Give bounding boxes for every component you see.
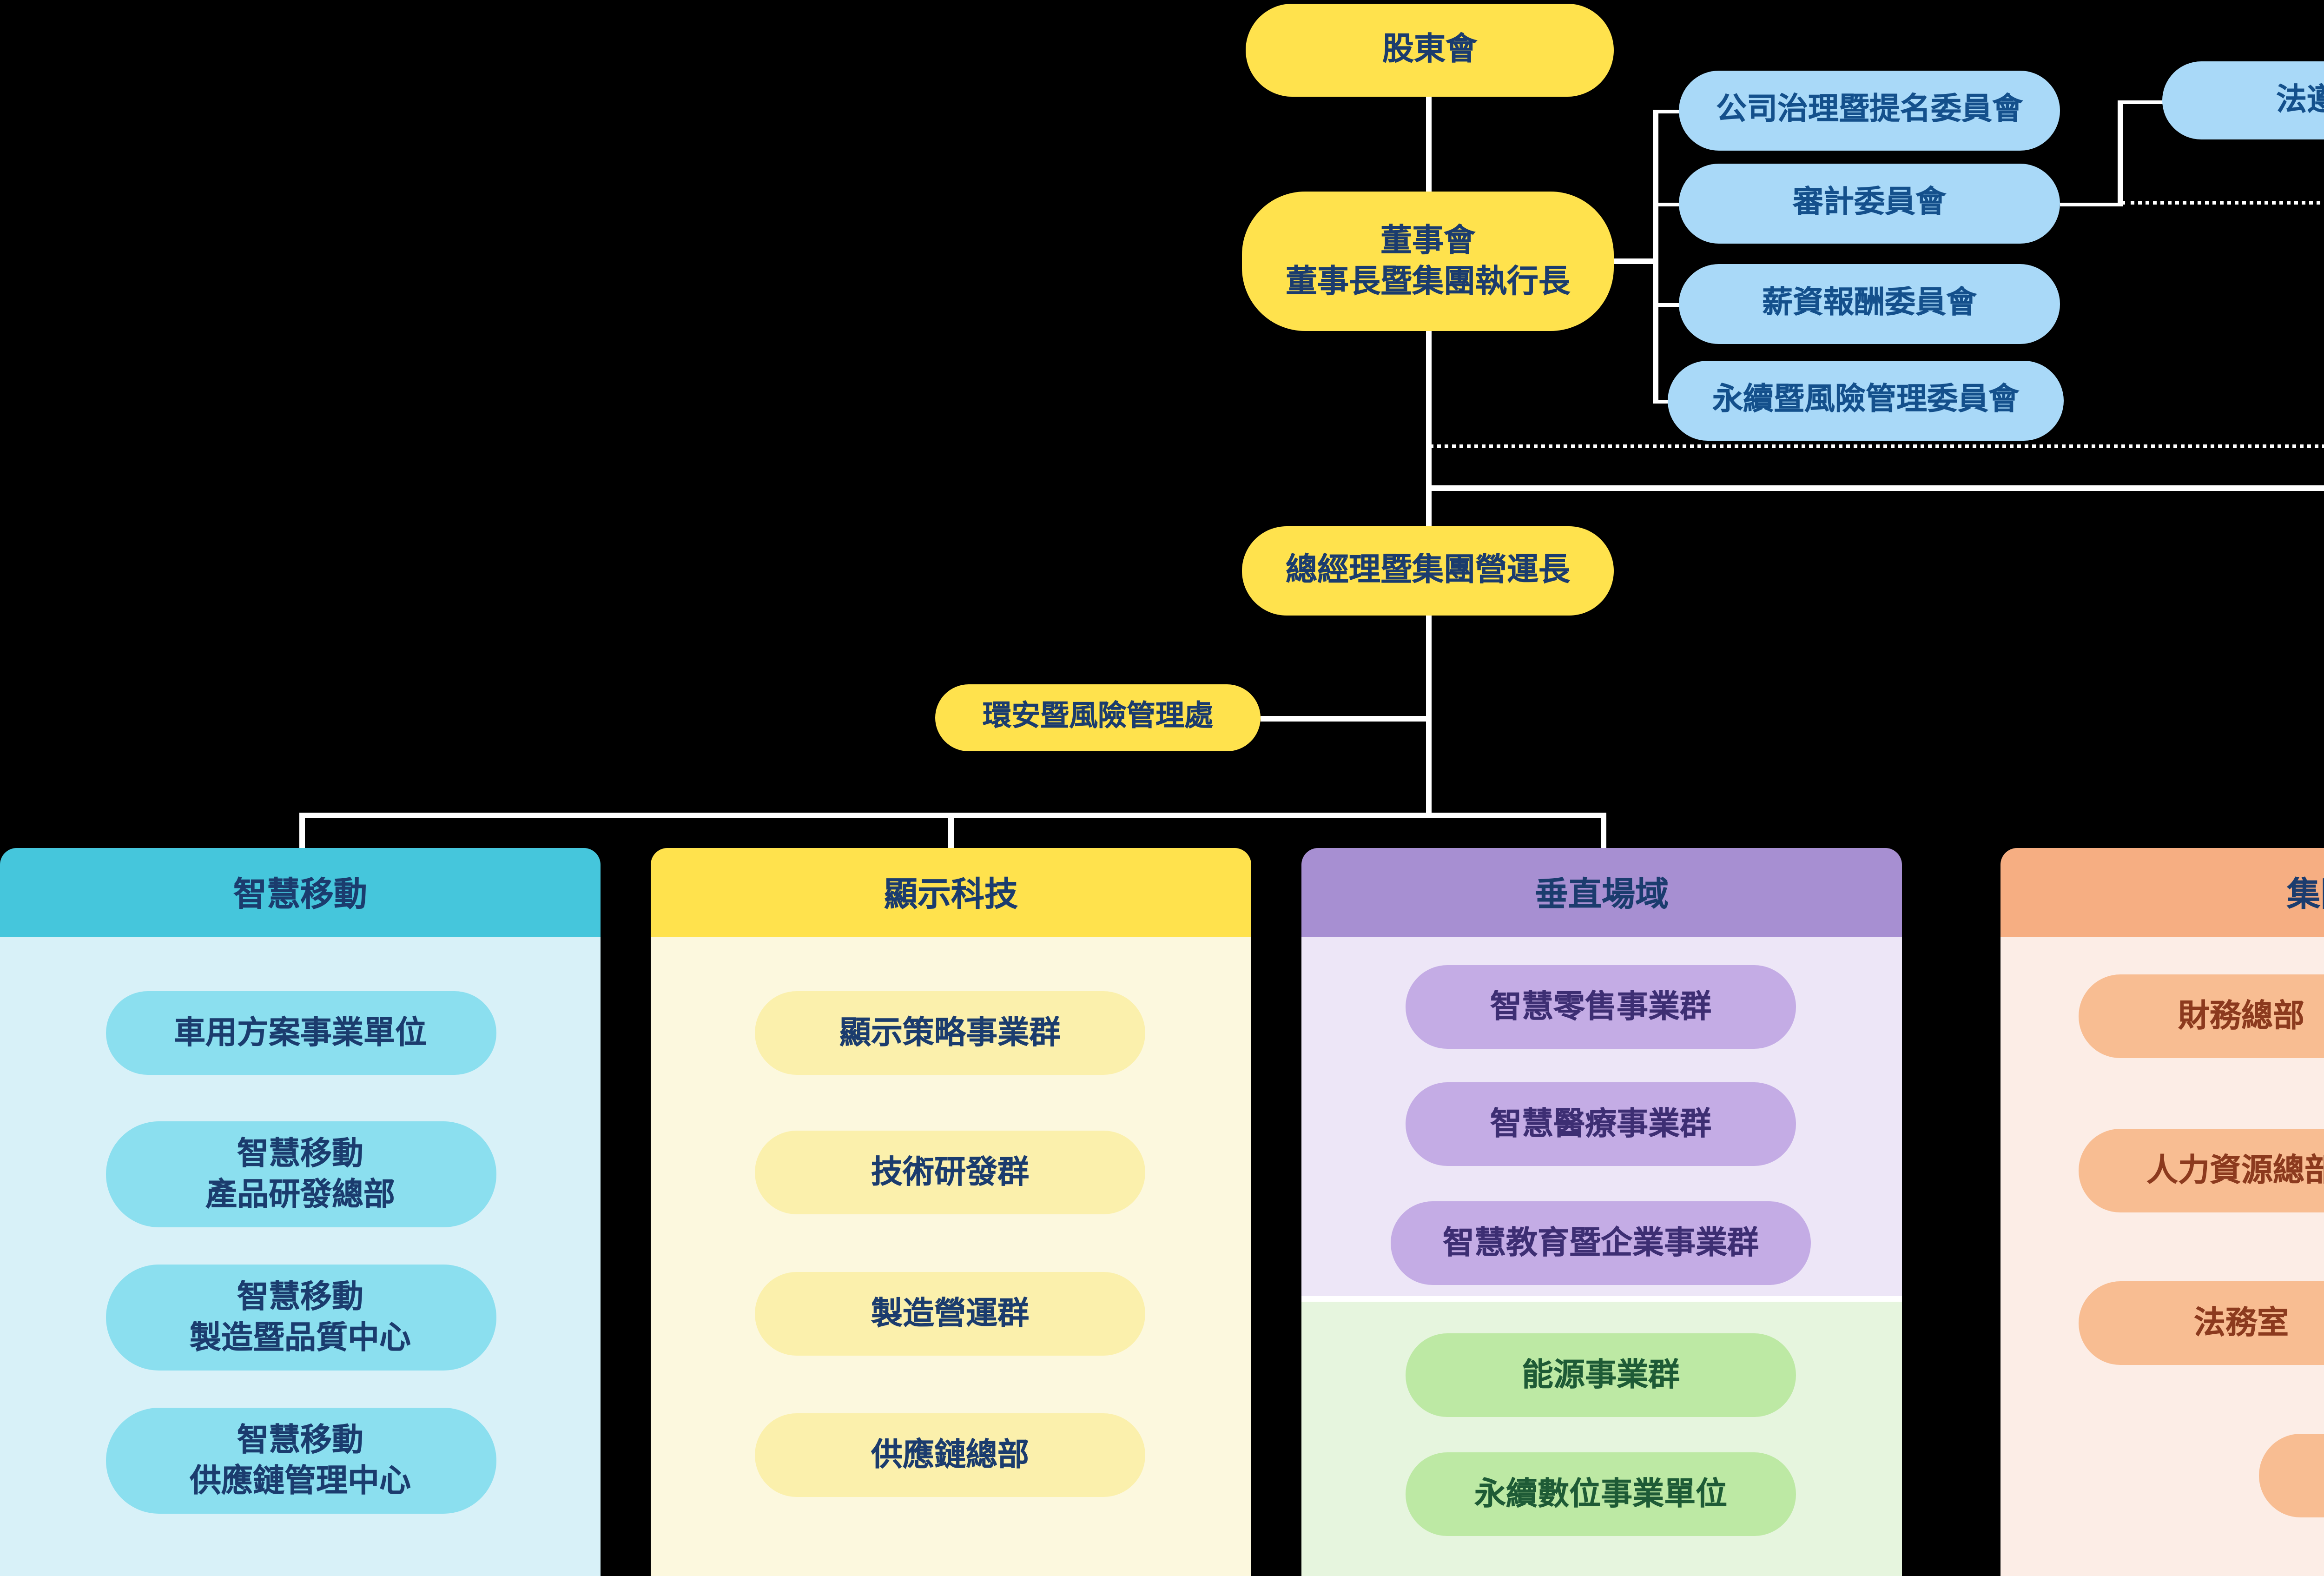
shareholders-box: 股東會 [1246,4,1614,97]
unit-sm-product-rd-box: 智慧移動 產品研發總部 [105,1121,495,1227]
unit-manufacturing-operations-box: 製造營運群 [755,1272,1145,1356]
unit-hr-hq-box: 人力資源總部 [2079,1129,2324,1212]
connector-support-branch-h [1426,485,2324,490]
committee-governance-nomination-box: 公司治理暨提名委員會 [1679,71,2060,151]
division-display-tech-header: 顯示科技 [651,848,1251,937]
unit-finance-hq-box: 財務總部 [2079,974,2324,1058]
connector-audit-compliance-h1 [2060,202,2121,206]
unit-sm-supply-chain-box: 智慧移動 供應鏈管理中心 [105,1408,495,1514]
compliance-advisor-box: 法遵總顧問 [2162,61,2324,139]
unit-supply-chain-hq-box: 供應鏈總部 [755,1413,1145,1497]
unit-smart-medical-box: 智慧醫療事業群 [1406,1082,1796,1166]
ehs-office-box: 環安暨風險管理處 [935,684,1261,751]
connector-audit-compliance-v [2118,99,2122,205]
unit-sustainable-digital-box: 永續數位事業單位 [1406,1452,1796,1536]
division-support-header: 集團營運支援單位 [2000,848,2324,937]
dotted-audit-right [2121,200,2324,204]
connector-audit-compliance-h2 [2118,99,2164,104]
connector-drop-display-tech [948,813,953,850]
dotted-compliance-to-trunk [1430,444,2324,448]
committee-compensation-box: 薪資報酬委員會 [1679,264,2060,344]
unit-smart-retail-box: 智慧零售事業群 [1406,965,1796,1049]
committee-sustainability-risk-box: 永續暨風險管理委員會 [1668,361,2064,441]
connector-committee-3 [1653,302,1681,307]
unit-technology-rd-box: 技術研發群 [755,1131,1145,1214]
unit-sm-manufacturing-quality-box: 智慧移動 製造暨品質中心 [105,1265,495,1371]
division-vertical-separator [1301,1296,1902,1302]
division-smart-mobility-header: 智慧移動 [0,848,601,937]
division-vertical-header: 垂直場域 [1301,848,1902,937]
connector-ehs-trunk [1261,716,1428,721]
unit-energy-business-box: 能源事業群 [1406,1333,1796,1417]
unit-automotive-solutions-box: 車用方案事業單位 [105,991,495,1075]
board-box: 董事會 董事長暨集團執行長 [1242,192,1614,331]
connector-shareholders-board [1426,97,1431,193]
connector-committee-1 [1653,109,1681,113]
committee-audit-box: 審計委員會 [1679,164,2060,244]
unit-smart-education-enterprise-box: 智慧教育暨企業事業群 [1391,1201,1811,1285]
connector-drop-vertical [1601,813,1605,850]
connector-board-bracket [1614,258,1657,263]
connector-committee-4 [1653,399,1681,404]
president-box: 總經理暨集團營運長 [1242,526,1614,616]
unit-legal-office-box: 法務室 [2079,1281,2324,1365]
connector-drop-smart-mobility [299,813,304,850]
unit-display-strategy-box: 顯示策略事業群 [755,991,1145,1075]
connector-board-president [1426,331,1431,528]
connector-president-trunk [1426,616,1431,815]
connector-committee-2 [1653,202,1681,206]
connector-bracket-vertical [1653,109,1657,404]
